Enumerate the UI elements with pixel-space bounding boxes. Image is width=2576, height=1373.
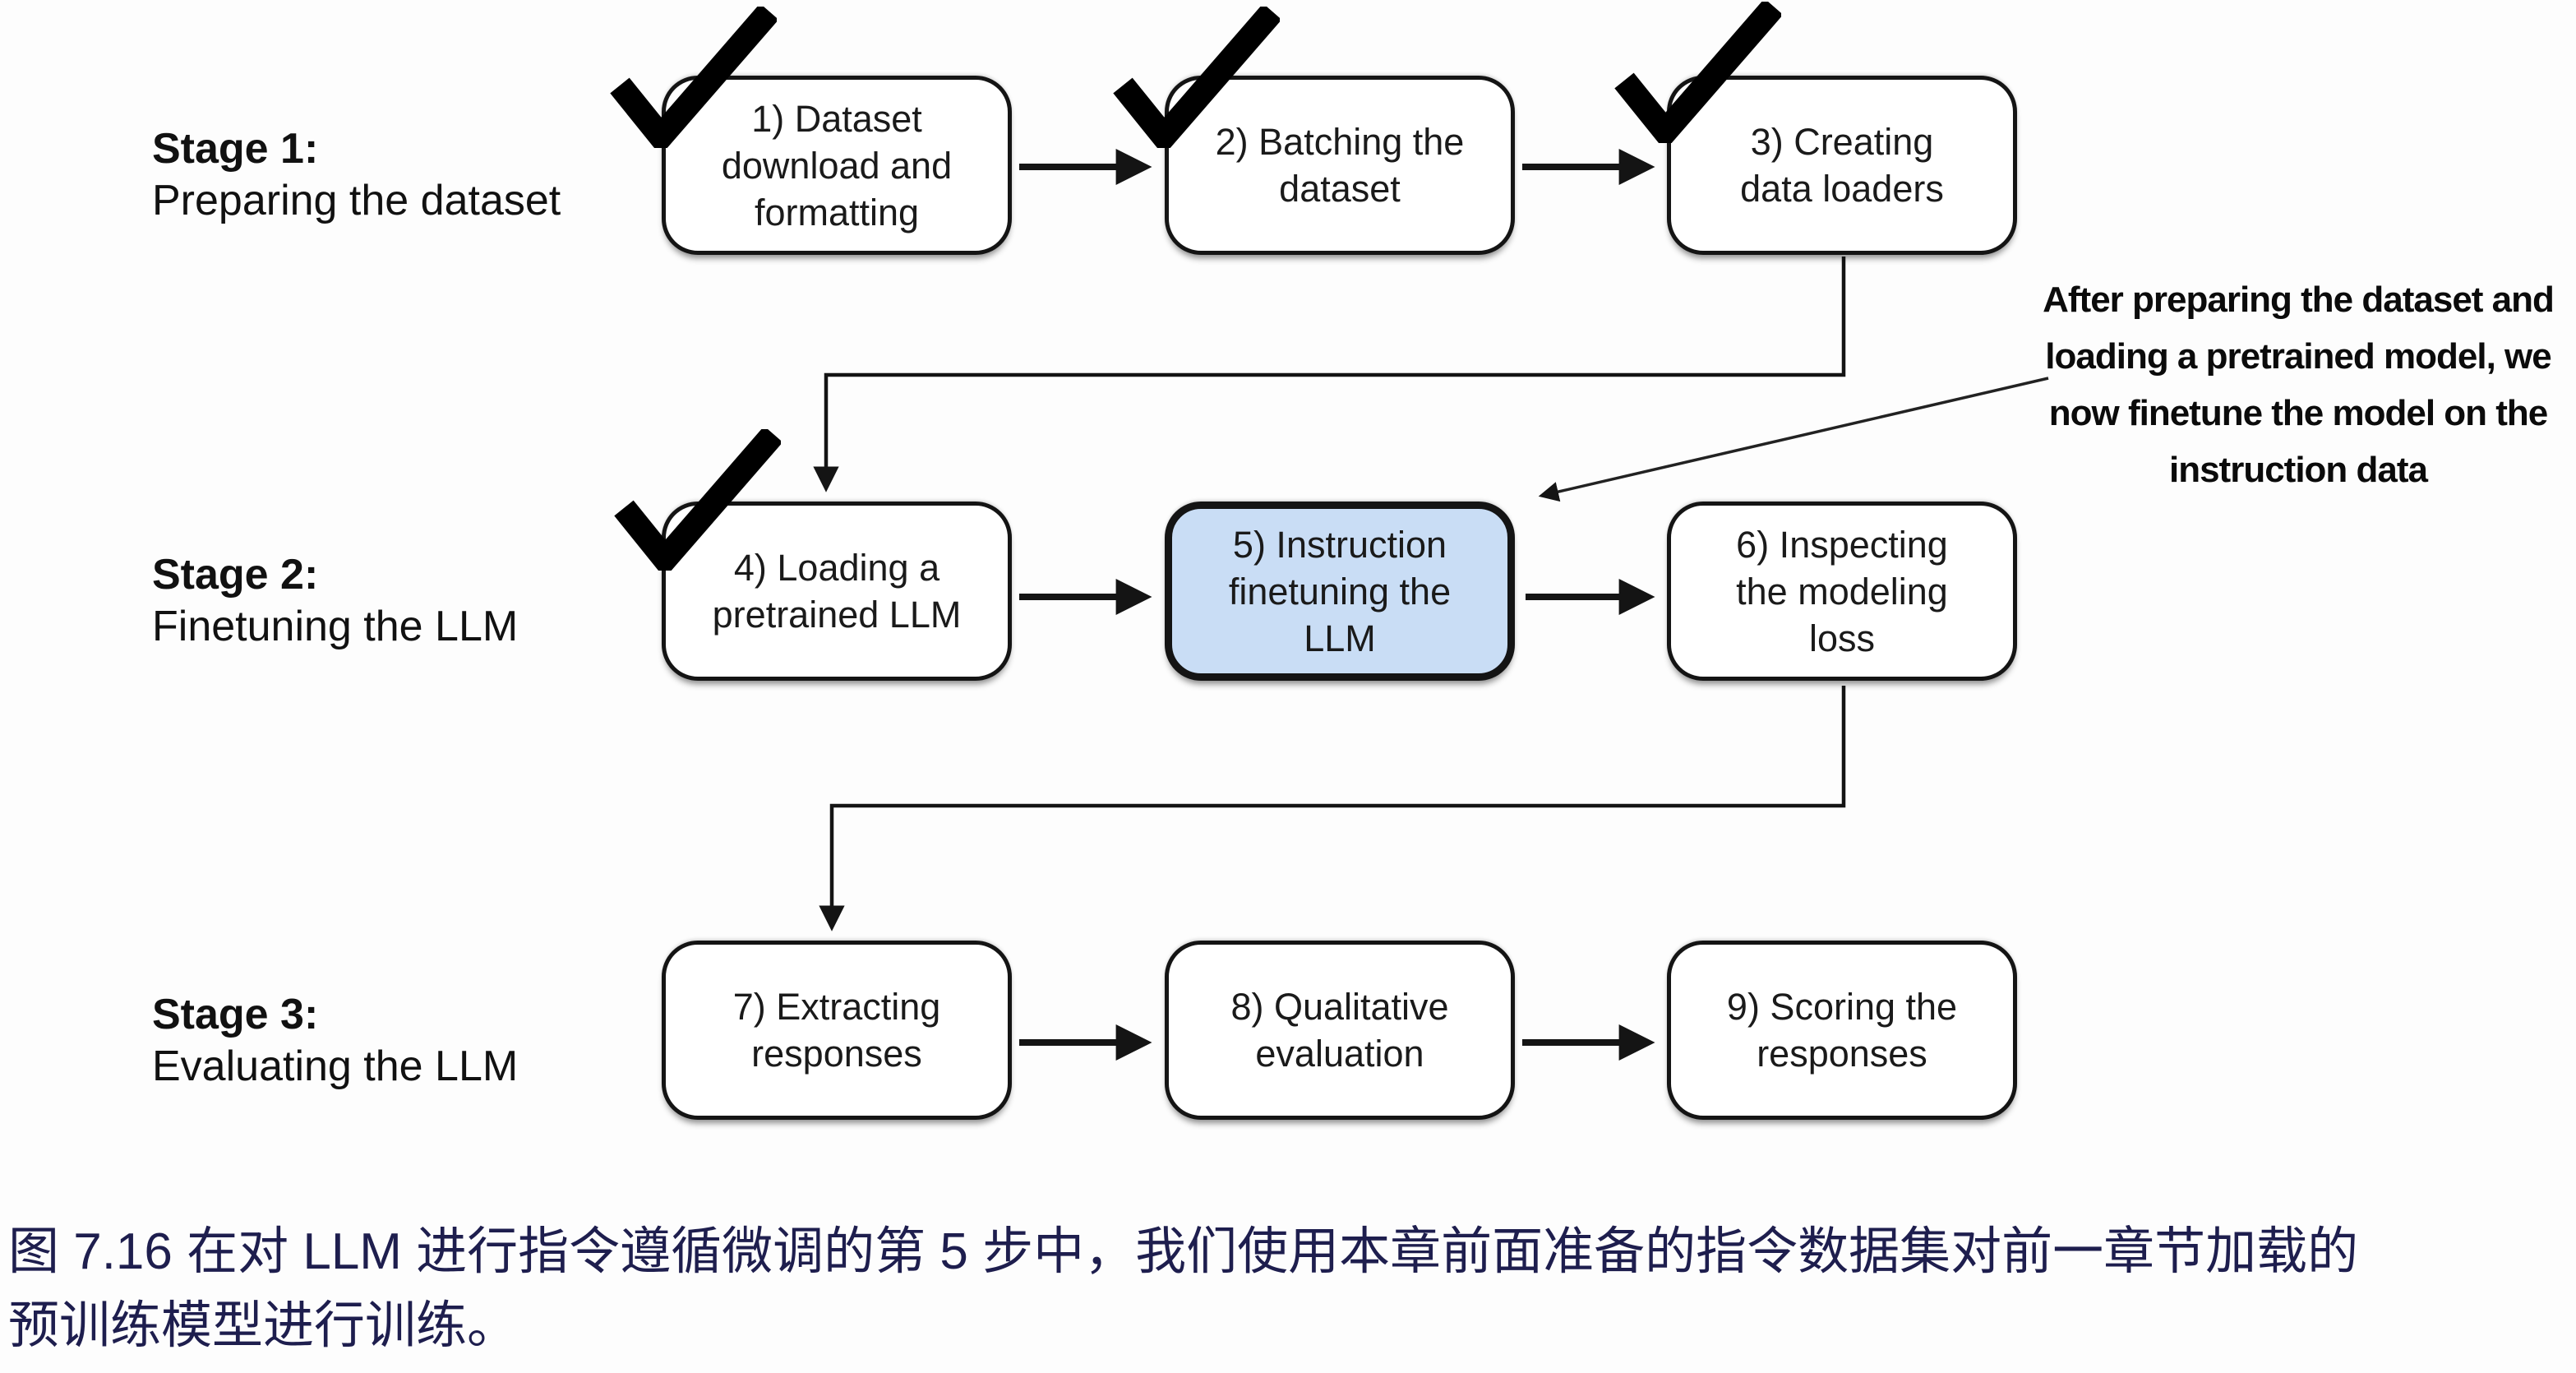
stage-1-label: Stage 1: Preparing the dataset — [152, 123, 561, 227]
elbow-step6-step7 — [819, 686, 1846, 932]
stage-2-label: Stage 2: Finetuning the LLM — [152, 549, 518, 653]
stage-1-title: Stage 1: — [152, 125, 319, 173]
annotation-arrow — [1538, 377, 2049, 502]
step-box-3-label: 3) Creating data loaders — [1740, 121, 1944, 210]
step-box-6-label: 6) Inspecting the modeling loss — [1736, 523, 1948, 659]
step-box-5-highlighted: 5) Instruction finetuning the LLM — [1165, 502, 1515, 681]
step-box-9-label: 9) Scoring the responses — [1726, 986, 1958, 1075]
step-box-8-label: 8) Qualitative evaluation — [1230, 986, 1449, 1075]
stage-3-label: Stage 3: Evaluating the LLM — [152, 989, 518, 1093]
stage-2-subtitle: Finetuning the LLM — [152, 603, 519, 650]
elbow-step3-step4 — [813, 257, 1846, 492]
stage-3-title: Stage 3: — [152, 991, 319, 1038]
checkmark-icon — [1614, 2, 1781, 143]
checkmark-icon — [1113, 7, 1280, 148]
stage-3-subtitle: Evaluating the LLM — [152, 1042, 519, 1090]
annotation-note: After preparing the dataset and loading … — [2043, 280, 2555, 490]
step-box-5-label: 5) Instruction finetuning the LLM — [1228, 523, 1452, 659]
step-box-1: 1) Dataset download and formatting — [662, 76, 1012, 255]
step-box-3: 3) Creating data loaders — [1667, 76, 2017, 255]
checkmark-icon — [614, 429, 781, 571]
step-box-1-label: 1) Dataset download and formatting — [721, 97, 953, 233]
step-box-8: 8) Qualitative evaluation — [1165, 941, 1515, 1120]
checkmark-icon — [610, 7, 777, 148]
step-box-7: 7) Extracting responses — [662, 941, 1012, 1120]
stage-1-subtitle: Preparing the dataset — [152, 177, 561, 224]
step-box-4-label: 4) Loading a pretrained LLM — [712, 547, 962, 636]
step-box-2: 2) Batching the dataset — [1165, 76, 1515, 255]
step-box-4: 4) Loading a pretrained LLM — [662, 502, 1012, 681]
step-box-6: 6) Inspecting the modeling loss — [1667, 502, 2017, 681]
step-box-2-label: 2) Batching the dataset — [1215, 121, 1465, 210]
step-box-9: 9) Scoring the responses — [1667, 941, 2017, 1120]
step-box-7-label: 7) Extracting responses — [732, 986, 941, 1075]
stage-2-title: Stage 2: — [152, 551, 319, 599]
figure-caption: 图 7.16 在对 LLM 进行指令遵循微调的第 5 步中，我们使用本章前面准备… — [8, 1223, 2359, 1354]
